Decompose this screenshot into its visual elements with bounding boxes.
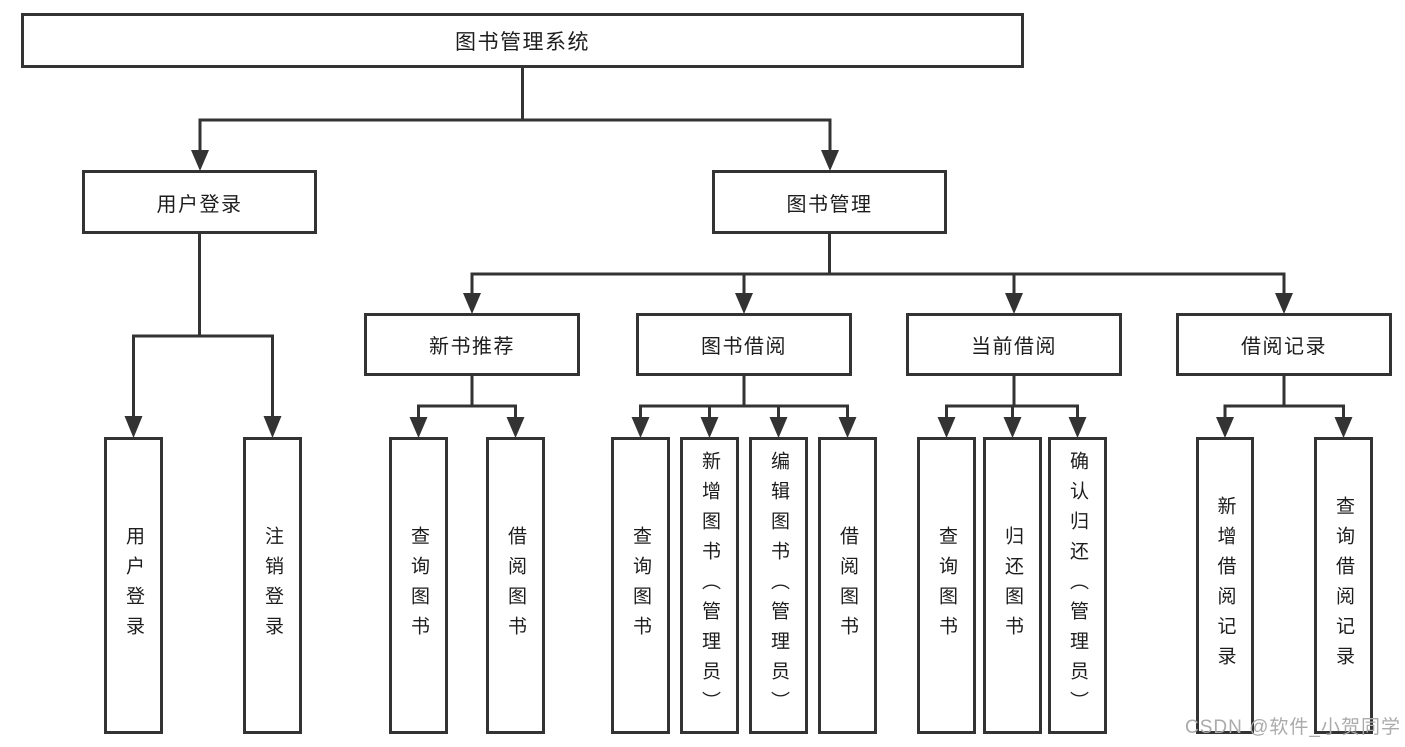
- node-label: 查询图书: [630, 525, 651, 646]
- leaf-recommend-borrow-books: 借阅图书: [486, 437, 545, 734]
- node-label: 借阅记录: [1241, 336, 1327, 358]
- node-label: 图书管理系统: [455, 30, 590, 54]
- node-label: 新书推荐: [429, 336, 515, 358]
- leaf-borrowing-edit-books-admin: 编辑图书（管理员）: [749, 437, 808, 734]
- node-library-management-system: 图书管理系统: [21, 13, 1024, 68]
- node-label: 查询图书: [936, 525, 957, 646]
- csdn-watermark: CSDN @软件_小贺同学: [1185, 717, 1401, 738]
- leaf-records-add-borrow-record: 新增借阅记录: [1196, 437, 1254, 734]
- node-label: 用户登录: [156, 193, 243, 216]
- node-label: 查询图书: [408, 525, 429, 646]
- leaf-logout: 注销登录: [243, 437, 302, 734]
- leaf-records-query-borrow-record: 查询借阅记录: [1314, 437, 1373, 734]
- leaf-current-confirm-return-admin: 确认归还（管理员）: [1048, 437, 1107, 734]
- node-new-book-recommendation: 新书推荐: [364, 313, 580, 376]
- leaf-user-login: 用户登录: [104, 437, 163, 734]
- node-book-management: 图书管理: [712, 170, 947, 234]
- node-label: 图书借阅: [701, 336, 787, 358]
- node-current-borrowing: 当前借阅: [906, 313, 1122, 376]
- leaf-borrowing-query-books: 查询图书: [611, 437, 670, 734]
- node-label: 借阅图书: [505, 525, 526, 646]
- node-label: 图书管理: [786, 193, 873, 216]
- node-label: 新增图书（管理员）: [699, 450, 720, 721]
- node-label: 当前借阅: [971, 336, 1057, 358]
- node-label: 确认归还（管理员）: [1067, 450, 1088, 721]
- leaf-recommend-query-books: 查询图书: [389, 437, 448, 734]
- leaf-borrowing-add-books-admin: 新增图书（管理员）: [680, 437, 739, 734]
- leaf-current-return-books: 归还图书: [983, 437, 1042, 734]
- node-label: 用户登录: [123, 525, 144, 646]
- node-label: 归还图书: [1002, 525, 1023, 646]
- node-user-login: 用户登录: [82, 170, 317, 234]
- node-book-borrowing: 图书借阅: [636, 313, 852, 376]
- leaf-current-query-books: 查询图书: [917, 437, 976, 734]
- leaf-borrowing-borrow-books: 借阅图书: [818, 437, 877, 734]
- node-label: 编辑图书（管理员）: [768, 450, 789, 721]
- node-borrowing-records: 借阅记录: [1176, 313, 1392, 376]
- node-label: 注销登录: [262, 525, 283, 646]
- node-label: 查询借阅记录: [1333, 495, 1354, 676]
- node-label: 新增借阅记录: [1214, 495, 1236, 676]
- node-label: 借阅图书: [837, 525, 858, 646]
